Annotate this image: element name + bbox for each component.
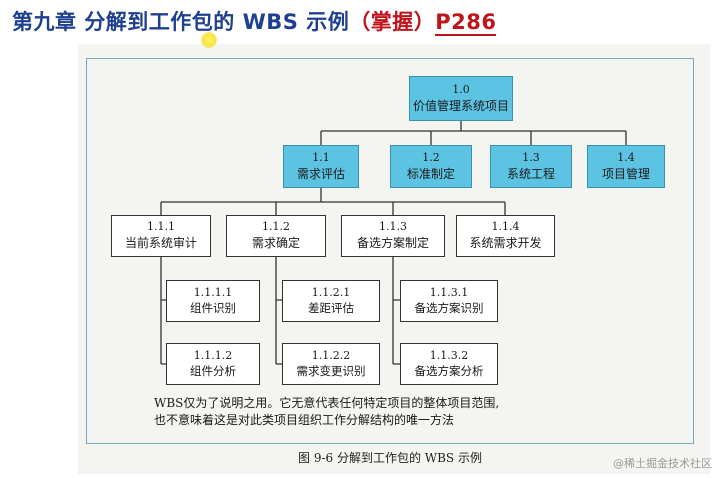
diagram-frame <box>86 58 694 444</box>
node-code: 1.1.3.1 <box>429 285 469 299</box>
wbs-node-1-4: 1.4 项目管理 <box>587 145 665 188</box>
node-code: 1.3 <box>522 150 540 164</box>
wbs-node-1-1-2-2: 1.1.2.2 需求变更识别 <box>282 343 380 385</box>
wbs-node-1-1: 1.1 需求评估 <box>283 145 359 188</box>
note-line-1: WBS仅为了说明之用。它无意代表任何特定项目的整体项目范围, <box>154 396 500 410</box>
slide-title: 第九章 分解到工作包的 WBS 示例（掌握）P286 <box>12 6 497 36</box>
node-label: 组件分析 <box>190 363 236 378</box>
slide-title-emphasis: （掌握） <box>349 10 436 34</box>
wbs-node-1-2: 1.2 标准制定 <box>390 145 472 188</box>
wbs-node-1-1-3-1: 1.1.3.1 备选方案识别 <box>400 280 498 322</box>
node-label: 系统工程 <box>506 166 555 181</box>
node-label: 备选方案分析 <box>414 363 484 378</box>
node-code: 1.1.4 <box>491 220 520 234</box>
wbs-note: WBS仅为了说明之用。它无意代表任何特定项目的整体项目范围, 也不意味着这是对此… <box>154 395 594 430</box>
page-reference: P286 <box>435 10 497 36</box>
node-code: 1.1.1 <box>147 220 175 234</box>
textbook-page <box>78 44 710 474</box>
node-label: 备选方案识别 <box>414 300 484 315</box>
node-code: 1.1.2.2 <box>311 348 351 362</box>
note-line-2: 也不意味着这是对此类项目组织工作分解结构的唯一方法 <box>154 413 455 428</box>
node-label: 当前系统审计 <box>124 236 197 251</box>
slide-title-text: 第九章 分解到工作包的 WBS 示例 <box>12 10 350 34</box>
wbs-node-1-3: 1.3 系统工程 <box>490 145 572 188</box>
wbs-node-1-1-3: 1.1.3 备选方案制定 <box>341 215 445 257</box>
node-code: 1.1.1.2 <box>193 348 233 362</box>
wbs-node-1-1-4: 1.1.4 系统需求开发 <box>456 215 555 257</box>
node-label: 标准制定 <box>406 166 455 181</box>
node-label: 系统需求开发 <box>469 236 542 251</box>
wbs-root-node: 1.0 价值管理系统项目 <box>409 76 513 121</box>
node-label: 项目管理 <box>601 166 650 181</box>
node-code: 1.1.2 <box>262 220 290 234</box>
wbs-node-1-1-2: 1.1.2 需求确定 <box>226 215 326 257</box>
node-label: 差距评估 <box>308 300 354 315</box>
wbs-node-1-1-1: 1.1.1 当前系统审计 <box>111 215 211 257</box>
wbs-node-1-1-3-2: 1.1.3.2 备选方案分析 <box>400 343 498 385</box>
wbs-node-1-1-1-2: 1.1.1.2 组件分析 <box>166 343 260 385</box>
pointer-highlight <box>201 32 217 48</box>
node-label: 需求确定 <box>251 236 300 251</box>
watermark: @稀土掘金技术社区 <box>613 457 712 470</box>
wbs-node-1-1-1-1: 1.1.1.1 组件识别 <box>166 280 260 322</box>
node-code: 1.1.1.1 <box>193 285 233 299</box>
node-code: 1.1.3 <box>379 220 407 234</box>
node-code: 1.2 <box>422 150 440 164</box>
wbs-node-1-1-2-1: 1.1.2.1 差距评估 <box>282 280 380 322</box>
node-code: 1.1 <box>312 150 330 164</box>
node-label: 组件识别 <box>190 300 236 315</box>
node-label: 需求变更识别 <box>296 363 366 378</box>
node-code: 1.1.2.1 <box>311 285 351 299</box>
node-code: 1.1.3.2 <box>429 348 469 362</box>
figure-caption: 图 9-6 分解到工作包的 WBS 示例 <box>298 451 482 465</box>
node-code: 1.4 <box>617 150 635 164</box>
node-label: 需求评估 <box>296 166 345 181</box>
node-label: 价值管理系统项目 <box>412 98 509 113</box>
node-code: 1.0 <box>452 82 470 96</box>
node-label: 备选方案制定 <box>356 236 429 251</box>
